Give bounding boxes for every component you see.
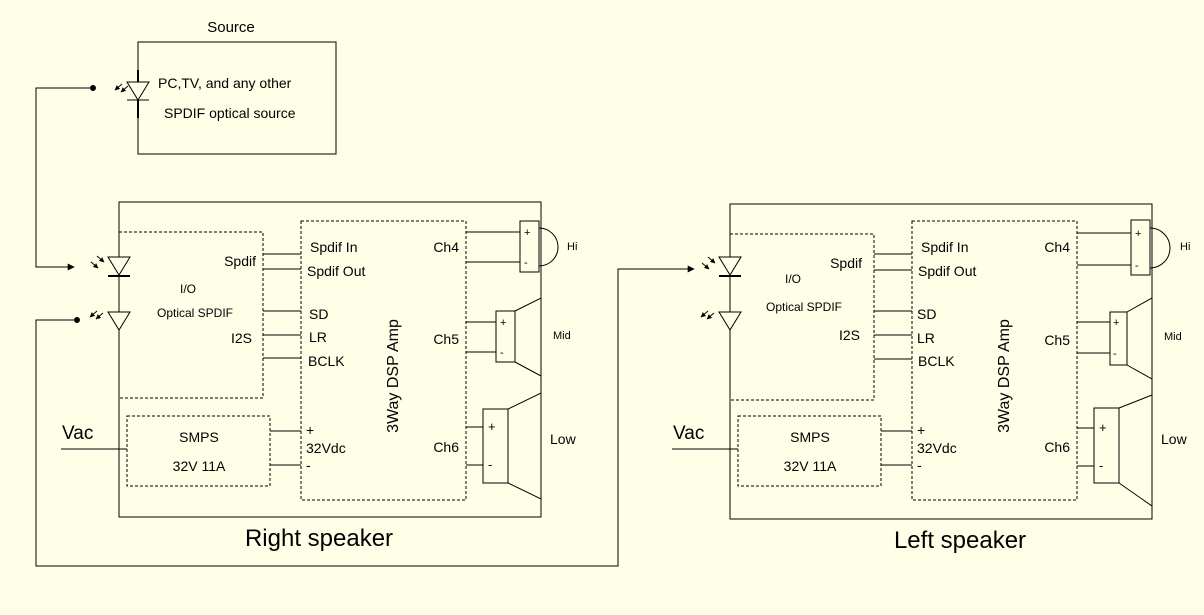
woofer-driver-icon: + - — [1077, 394, 1153, 507]
source-optical-diode-icon — [114, 70, 150, 118]
smps-title: SMPS — [179, 429, 219, 445]
mid-driver-icon: + - — [466, 297, 542, 377]
smps-minus: - — [917, 457, 922, 473]
smps-rating: 32V 11A — [173, 458, 226, 474]
right-to-left-link — [35, 265, 695, 567]
dsp-title: 3Way DSP Amp — [996, 319, 1013, 433]
source-heading: Source — [207, 19, 255, 36]
optical-transmitter-icon — [700, 310, 742, 331]
smps-voltage: 32Vdc — [306, 440, 346, 456]
right-speaker: Right speaker I/O Optical SPDIF Spdif I2… — [61, 201, 577, 552]
io-i2s-label: I2S — [231, 330, 252, 346]
dsp-bclk: BCLK — [308, 353, 345, 369]
tweeter-plus: + — [1135, 228, 1141, 240]
dsp-lr: LR — [309, 329, 327, 345]
woofer-driver-icon: + - — [466, 392, 542, 500]
source-block: Source PC,TV, and any other SPDIF optica… — [114, 19, 337, 155]
hi-label: Hi — [1180, 241, 1190, 253]
dsp-amp-block: 3Way DSP Amp Spdif In Spdif Out SD LR BC… — [911, 220, 1078, 501]
dsp-lr: LR — [917, 330, 935, 346]
tweeter-driver-icon: + - — [466, 220, 559, 273]
io-title: I/O — [180, 282, 196, 296]
signal-wires — [874, 253, 912, 360]
dsp-amp-block: 3Way DSP Amp Spdif In Spdif Out SD LR BC… — [300, 220, 467, 501]
speaker-caption: Right speaker — [245, 525, 393, 552]
dsp-spdif-in: Spdif In — [921, 239, 968, 255]
dsp-ch4: Ch4 — [1044, 239, 1070, 255]
dsp-title: 3Way DSP Amp — [385, 319, 402, 433]
low-label: Low — [550, 431, 577, 447]
io-subtitle: Optical SPDIF — [766, 300, 842, 314]
smps-block: SMPS 32V 11A Vac + 32Vdc - — [61, 415, 346, 487]
hi-label: Hi — [567, 241, 577, 253]
io-title: I/O — [785, 272, 801, 286]
dsp-ch4: Ch4 — [433, 239, 459, 255]
dsp-spdif-in: Spdif In — [310, 239, 357, 255]
io-subtitle: Optical SPDIF — [157, 306, 233, 320]
optical-transmitter-icon — [89, 310, 131, 331]
speaker-caption: Left speaker — [894, 527, 1026, 554]
tweeter-plus: + — [524, 227, 530, 239]
io-block: I/O Optical SPDIF Spdif I2S — [118, 231, 264, 399]
io-spdif-label: Spdif — [830, 255, 862, 271]
dsp-spdif-out: Spdif Out — [918, 263, 976, 279]
vac-input-label: Vac — [62, 423, 93, 444]
woofer-minus: - — [488, 457, 492, 472]
mid-plus: + — [1113, 317, 1119, 329]
tweeter-minus: - — [524, 257, 528, 269]
smps-title: SMPS — [790, 429, 830, 445]
mid-label: Mid — [553, 330, 571, 342]
tweeter-minus: - — [1135, 260, 1139, 272]
smps-plus: + — [917, 422, 925, 438]
dsp-spdif-out: Spdif Out — [307, 263, 365, 279]
io-block: I/O Optical SPDIF Spdif I2S — [729, 233, 875, 401]
left-speaker: Left speaker I/O Optical SPDIF Spdif I2S… — [672, 203, 1190, 554]
mid-plus: + — [500, 317, 506, 329]
smps-rating: 32V 11A — [784, 458, 837, 474]
io-i2s-label: I2S — [839, 327, 860, 343]
tweeter-driver-icon: + - — [1077, 219, 1171, 276]
smps-plus: + — [306, 422, 314, 438]
dsp-bclk: BCLK — [918, 353, 955, 369]
smps-minus: - — [306, 457, 311, 473]
signal-wires — [263, 253, 301, 359]
dsp-ch6: Ch6 — [1044, 439, 1070, 455]
smps-voltage: 32Vdc — [917, 440, 957, 456]
woofer-minus: - — [1099, 458, 1103, 473]
smps-block: SMPS 32V 11A Vac + 32Vdc - — [672, 415, 957, 487]
dsp-ch5: Ch5 — [1044, 332, 1070, 348]
source-to-right-link — [35, 85, 96, 271]
mid-minus: - — [1113, 348, 1117, 360]
mid-minus: - — [500, 347, 504, 359]
low-label: Low — [1161, 431, 1188, 447]
woofer-plus: + — [1099, 420, 1107, 435]
mid-label: Mid — [1164, 331, 1182, 343]
source-line2: SPDIF optical source — [164, 105, 296, 121]
dsp-sd: SD — [917, 306, 936, 322]
vac-input-label: Vac — [673, 423, 704, 444]
dsp-sd: SD — [309, 306, 328, 322]
source-line1: PC,TV, and any other — [158, 75, 292, 91]
io-spdif-label: Spdif — [224, 253, 256, 269]
dsp-ch6: Ch6 — [433, 439, 459, 455]
dsp-ch5: Ch5 — [433, 331, 459, 347]
mid-driver-icon: + - — [1077, 297, 1153, 380]
woofer-plus: + — [488, 419, 496, 434]
